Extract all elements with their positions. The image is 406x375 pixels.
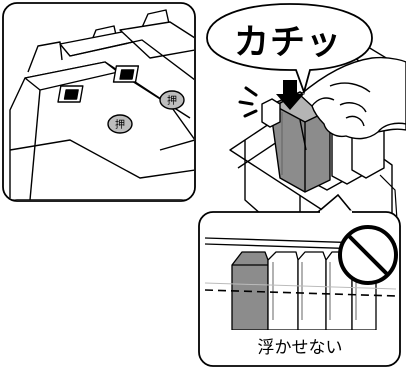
push-stamp-2: [159, 90, 185, 110]
hand: [299, 56, 406, 140]
push-stamp-label-1: 押: [115, 118, 125, 131]
push-stamp-label-2: 押: [167, 94, 177, 107]
click-burst-icon: [238, 86, 258, 118]
click-sound-label: カチッ: [233, 23, 342, 63]
click-callout-bubble: [206, 3, 373, 95]
push-stamp-1: [107, 114, 133, 134]
down-arrow-icon: [276, 80, 304, 110]
detail-warning-panel: [198, 193, 401, 367]
do-not-lift-caption: 浮かせない: [257, 338, 343, 358]
printer-scene: [229, 29, 406, 236]
zoom-detail-panel: 押 押: [2, 2, 196, 202]
prohibited-icon: [338, 225, 398, 285]
